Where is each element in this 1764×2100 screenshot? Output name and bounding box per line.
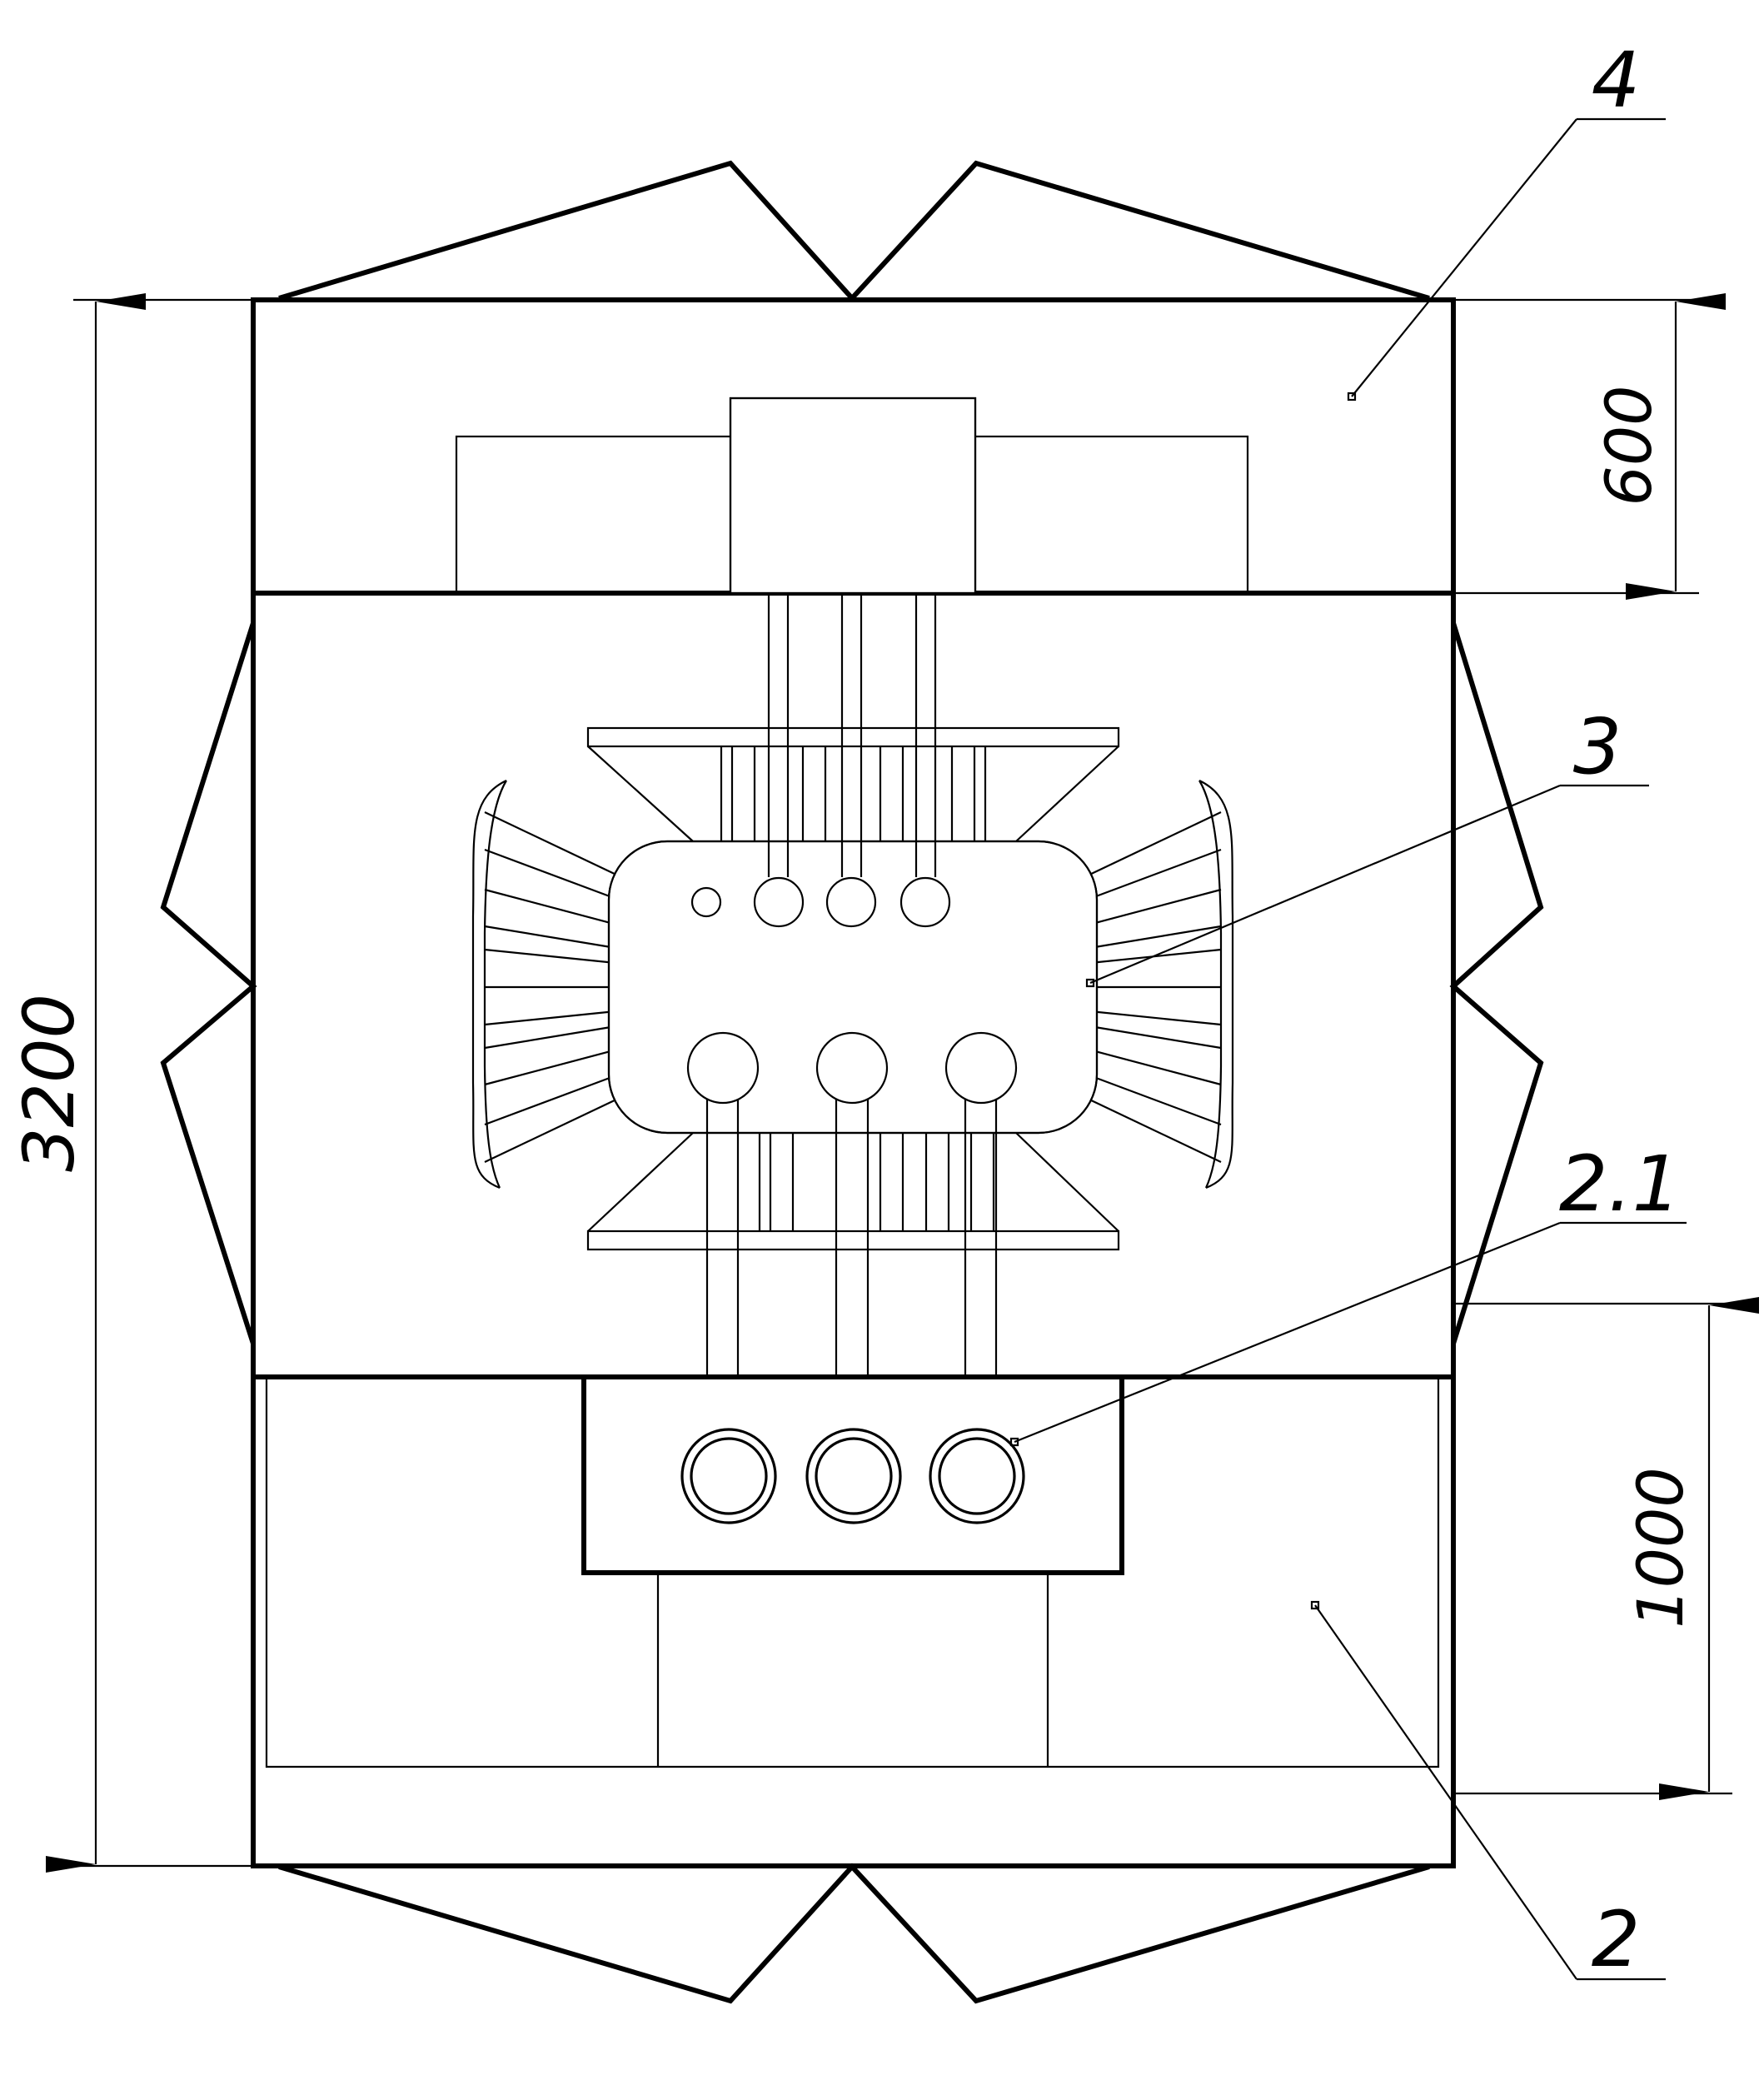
fan-ray: [1090, 811, 1222, 875]
left-fan-fin: [471, 780, 615, 1190]
callout-label-4: 4: [1592, 36, 1641, 125]
bushing-outer-ring: [680, 1428, 777, 1524]
fan-ray: [1090, 925, 1222, 949]
terminal-circle: [686, 1031, 760, 1105]
bushing-outer-ring: [929, 1428, 1025, 1524]
fan-ray: [484, 1099, 615, 1163]
dimension-label-3200: 3200: [8, 994, 90, 1172]
terminal-circle: [753, 876, 805, 928]
top-center-box: [729, 397, 977, 595]
right-fan-fin: [1090, 780, 1234, 1190]
terminal-circle: [944, 1031, 1018, 1105]
terminal-circle: [825, 876, 877, 928]
fan-ray: [484, 1010, 615, 1026]
dimension-bottom: 1000: [1453, 1297, 1759, 1800]
terminal-circle: [815, 1031, 889, 1105]
fan-ray: [1090, 1099, 1222, 1163]
callout-2-1: 2.1: [1009, 1140, 1687, 1447]
bottom-zigzag: [278, 1863, 1430, 2004]
fan-ray: [484, 925, 615, 949]
bottom-ribs: [758, 1133, 995, 1231]
fan-ray: [484, 1025, 615, 1050]
central-assembly: [471, 593, 1234, 1377]
bottom-module: [265, 1374, 1440, 1768]
bushing-outer-ring: [805, 1428, 902, 1524]
callout-label-3: 3: [1573, 702, 1622, 791]
top-zigzag: [278, 160, 1430, 302]
callout-label-2: 2: [1592, 1895, 1641, 1984]
callout-3: 3: [1085, 702, 1649, 988]
bushing-inner-ring: [938, 1437, 1016, 1515]
callout-label-2-1: 2.1: [1559, 1140, 1681, 1229]
dimension-overall: 3200: [8, 293, 253, 1873]
fan-ray: [484, 888, 615, 925]
fan-ray: [1090, 888, 1222, 925]
fan-ray: [1090, 1049, 1222, 1086]
fan-ray: [1090, 1010, 1222, 1026]
fan-ray: [484, 848, 615, 900]
body-outer: [251, 297, 1456, 1868]
fan-ray: [1090, 1025, 1222, 1050]
callout-4: 4: [1347, 36, 1666, 402]
fan-ray: [484, 1049, 615, 1086]
bushing-inner-ring: [815, 1437, 893, 1515]
callout-2: 2: [1310, 1600, 1666, 1984]
top-ribs: [720, 746, 987, 841]
bushing-inner-ring: [690, 1437, 768, 1515]
fan-ray: [484, 948, 615, 964]
fan-ray: [1090, 1075, 1222, 1126]
fan-ray: [484, 1075, 615, 1126]
fan-ray: [1090, 848, 1222, 900]
top-rib-bar: [586, 726, 1120, 748]
terminal-circle: [899, 876, 951, 928]
bottom-inner-frame: [265, 1377, 1440, 1768]
left-zigzag: [160, 622, 257, 1344]
lower-terminals: [686, 1031, 1018, 1377]
dimension-top: 600: [1453, 293, 1726, 600]
fan-ray: [484, 811, 615, 875]
bushing-panel: [581, 1374, 1124, 1575]
bushings: [680, 1428, 1025, 1524]
upper-terminals: [690, 593, 951, 928]
bottom-rib-bar: [586, 1230, 1120, 1251]
top-module: [455, 397, 1249, 595]
dimension-label-600: 600: [1592, 385, 1666, 506]
small-terminal: [690, 886, 722, 918]
dimension-label-1000: 1000: [1623, 1467, 1697, 1628]
